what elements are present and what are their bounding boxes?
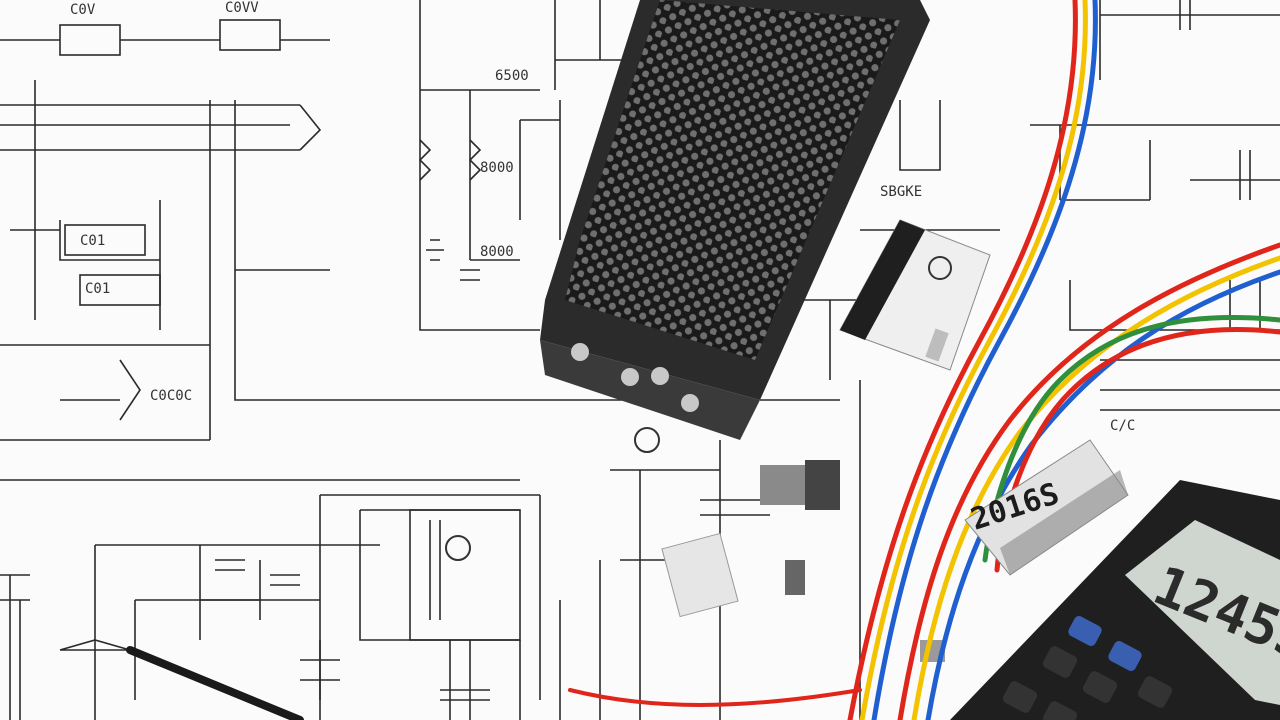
calculator-key <box>1082 671 1118 703</box>
calculator-display <box>1125 520 1280 705</box>
connector-block <box>839 219 991 371</box>
schematic-label: C0V <box>70 2 96 18</box>
calculator-key <box>1042 701 1078 720</box>
schematic-label: 8000 <box>480 160 514 176</box>
screw-terminal <box>621 368 639 386</box>
calculator-key <box>1002 681 1038 713</box>
calculator-key <box>1042 646 1078 678</box>
calculator: 12455 <box>950 480 1280 720</box>
screw-terminal <box>681 394 699 412</box>
schematic-label: 8000 <box>480 244 514 260</box>
ribbon-wires <box>568 0 1280 720</box>
small-components <box>445 427 945 662</box>
schematic-label: 6500 <box>495 68 529 84</box>
schematic-label: C01 <box>80 233 105 249</box>
screw-terminal <box>571 343 589 361</box>
schematic-label: SBGKE <box>880 184 922 200</box>
schematic-label: C01 <box>85 281 110 297</box>
calculator-key <box>1108 641 1142 671</box>
screw-terminal <box>651 367 669 385</box>
schematic-label: C0C0C <box>150 388 192 404</box>
schematic-label: C/C <box>1110 418 1135 434</box>
component-tag: 2016S <box>964 439 1129 576</box>
schematic-label: C0VV <box>225 0 259 16</box>
calculator-key <box>1068 616 1102 646</box>
schematic-labels: C0V C0VV 6500 C01 C01 C0C0C 8000 8000 SB… <box>70 0 1135 434</box>
multimeter-probe <box>126 646 304 720</box>
power-supply-unit <box>540 0 930 440</box>
calculator-key <box>1137 676 1173 708</box>
